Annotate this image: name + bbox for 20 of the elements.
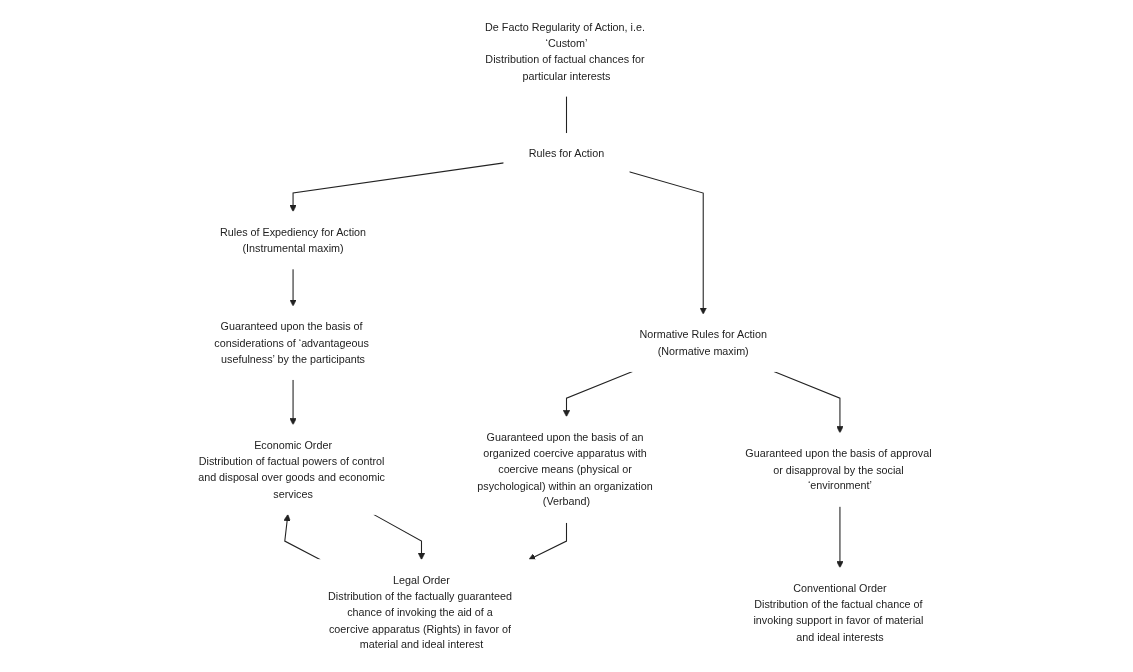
node-text: Rules of Expediency for Action (Instrumental maxim)	[220, 225, 367, 255]
node-text: Normative Rules for Action (Normative maxim)	[639, 328, 767, 357]
arrow	[289, 162, 505, 213]
arrow	[836, 505, 844, 569]
arrow	[289, 378, 297, 426]
node-text: Rules for Action	[528, 147, 605, 160]
node-text: Guaranteed upon the basis of approval or disapproval by the social ‘environment’	[745, 447, 932, 492]
arrow	[372, 513, 426, 561]
node-text: Economic Order Distribution of factual powers of control and disposal over goods and economic services	[198, 438, 385, 500]
node-text: Guaranteed upon the basis of an organized coercive apparatus with coercive means (physical or psychological) within an organization (Verband)	[477, 430, 653, 508]
arrow	[528, 521, 568, 561]
node-text: De Facto Regularity of Action, i.e. ‘Custom’ Distribution of factual chances for particular interests	[485, 20, 645, 82]
arrow	[628, 171, 707, 315]
node-text: Guaranteed upon the basis of considerations of ‘advantageous usefulness’ by the participants	[214, 320, 369, 365]
connector	[565, 95, 568, 134]
arrow	[773, 370, 844, 434]
arrow	[289, 268, 297, 307]
node-text: Legal Order Distribution of the factually guaranteed chance of invoking the aid of a coercive apparatus (Rights) in favor of material and ideal interest	[328, 573, 512, 651]
node-text: Conventional Order Distribution of the factual chance of invoking support in favor of material and ideal interests	[753, 581, 924, 643]
arrow	[283, 514, 321, 561]
